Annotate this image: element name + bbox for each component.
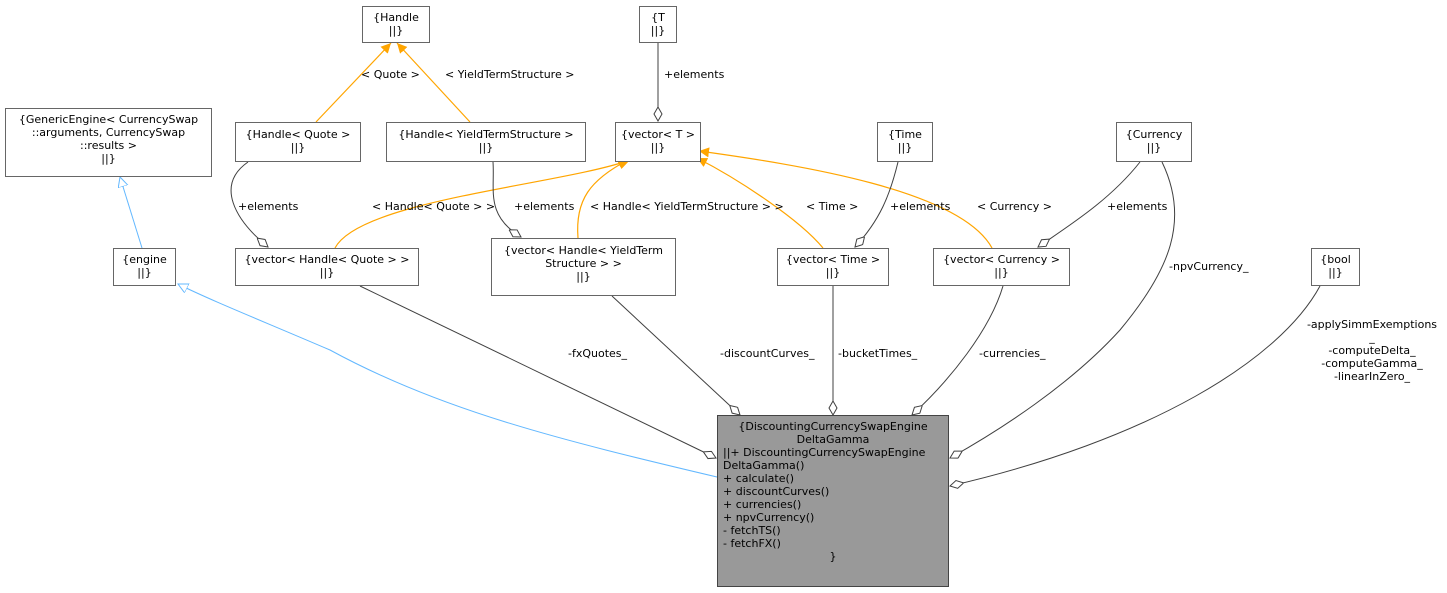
node-generic-engine[interactable]: {GenericEngine< CurrencySwap ::arguments… [5,108,212,177]
node-engine[interactable]: {engine ||} [113,248,176,286]
label-npv-currency: -npvCurrency_ [1169,260,1249,273]
label-quote-template: < Quote > [361,68,420,81]
node-time[interactable]: {Time ||} [877,122,933,162]
node-vector-t[interactable]: {vector< T > ||} [615,122,701,162]
node-handle-yts[interactable]: {Handle< YieldTermStructure > ||} [386,122,586,162]
label-time-template: < Time > [806,200,859,213]
node-handle[interactable]: {Handle ||} [362,6,430,43]
label-hyts-elements: +elements [514,200,575,213]
edge-time-vtime [855,161,899,247]
label-currencies: -currencies_ [979,347,1046,360]
node-vector-time[interactable]: {vector< Time > ||} [777,248,889,286]
label-bool-members: -applySimmExemptions _ -computeDelta_ -c… [1306,318,1438,383]
node-currency[interactable]: {Currency ||} [1116,122,1192,162]
edge-bool-main [950,285,1321,486]
label-handle-quote-template: < Handle< Quote > > [372,200,496,213]
edge-hyts-handle [396,42,471,123]
edge-hquote-handle [315,42,392,123]
edge-engine-generic [120,177,143,249]
node-handle-quote[interactable]: {Handle< Quote > ||} [235,122,361,162]
label-bucket-times: -bucketTimes_ [838,347,918,360]
edge-vhyts-vt [577,159,629,239]
node-t[interactable]: {T ||} [639,6,677,43]
node-vector-handle-yts[interactable]: {vector< Handle< YieldTerm Structure > >… [491,238,676,296]
label-hq-elements: +elements [238,200,299,213]
label-yts-template: < YieldTermStructure > [445,68,575,81]
label-t-elements: +elements [664,68,725,81]
edge-main-engine [178,284,718,478]
node-vector-handle-quote[interactable]: {vector< Handle< Quote > > ||} [235,248,419,286]
edge-vhq-main [359,285,716,458]
edge-cur-vcur [1038,161,1141,247]
edge-hyts-vhyts [492,161,521,237]
edge-vhq-vt [334,158,631,249]
edge-cur-main [950,161,1176,458]
edge-vhyts-main [611,295,740,415]
edge-hq-vhq [230,161,268,247]
edge-vcur-vt [698,147,993,249]
node-bool[interactable]: {bool ||} [1311,248,1360,286]
label-time-elements: +elements [890,200,951,213]
label-currency-template: < Currency > [977,200,1052,213]
edge-vtime-vt [696,157,824,249]
label-discount-curves: -discountCurves_ [720,347,815,360]
label-fx-quotes: -fxQuotes_ [568,347,628,360]
node-discounting-currency-swap-engine[interactable]: {DiscountingCurrencySwapEngine DeltaGamm… [717,415,949,587]
edge-vcur-main [912,285,1004,415]
label-handle-yts-template: < Handle< YieldTermStructure > > [590,200,784,213]
label-currency-elements: +elements [1107,200,1168,213]
node-vector-currency[interactable]: {vector< Currency > ||} [933,248,1070,286]
